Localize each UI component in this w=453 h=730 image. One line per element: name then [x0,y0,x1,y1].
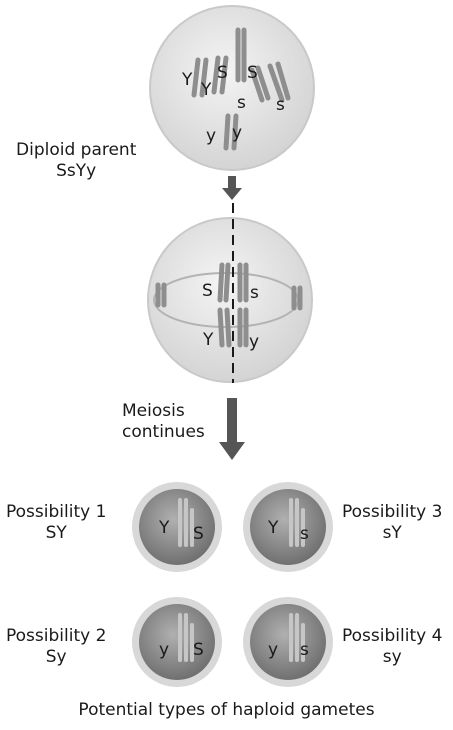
parent-allele: Y [181,70,193,90]
gamete-cell-2: y S [132,597,222,687]
parent-allele: s [276,95,285,115]
possibility-genotype: sY [342,523,442,544]
possibility-genotype: Sy [6,647,106,668]
gamete-allele: y [159,640,169,660]
parent-allele: Y [200,80,212,100]
step-label-line1: Meiosis [122,401,205,422]
parent-allele: y [232,123,242,143]
parent-allele: s [237,93,246,113]
caption-text: Potential types of haploid gametes [0,700,453,721]
possibility-name: Possibility 4 [342,626,442,647]
parent-cell: Y Y S S s s y y [150,6,314,170]
step-label-line2: continues [122,422,205,443]
gamete-cell-4: y s [243,597,333,687]
gamete-cell-1: Y S [132,482,222,572]
possibility-genotype: sy [342,647,442,668]
gamete-allele: Y [158,518,170,538]
parent-allele: y [206,126,216,146]
possibility-name: Possibility 2 [6,626,106,647]
metaphase-allele: y [249,332,259,352]
possibility-3-label: Possibility 3 sY [342,502,442,544]
metaphase-allele: s [250,283,259,303]
parent-allele: S [217,63,228,83]
step-label: Meiosis continues [122,401,205,443]
gamete-allele: s [300,524,309,544]
caption: Potential types of haploid gametes [0,700,453,721]
metaphase-allele: Y [202,330,214,350]
arrow-down-icon [222,176,242,200]
possibility-name: Possibility 1 [6,502,106,523]
gamete-cell-3: Y s [243,482,333,572]
possibility-name: Possibility 3 [342,502,442,523]
parent-label: Diploid parent SsYy [16,140,136,182]
gamete-allele: y [268,640,278,660]
parent-allele: S [247,63,258,83]
gamete-allele: s [300,640,309,660]
possibility-4-label: Possibility 4 sy [342,626,442,668]
parent-label-title: Diploid parent [16,140,136,161]
possibility-genotype: SY [6,523,106,544]
parent-genotype: SsYy [16,161,136,182]
gamete-allele: Y [267,518,279,538]
gamete-allele: S [193,640,204,660]
possibility-1-label: Possibility 1 SY [6,502,106,544]
arrow-down-icon [219,398,245,460]
metaphase-cell: S s Y y [148,203,312,383]
metaphase-allele: S [202,281,213,301]
possibility-2-label: Possibility 2 Sy [6,626,106,668]
gamete-allele: S [193,524,204,544]
